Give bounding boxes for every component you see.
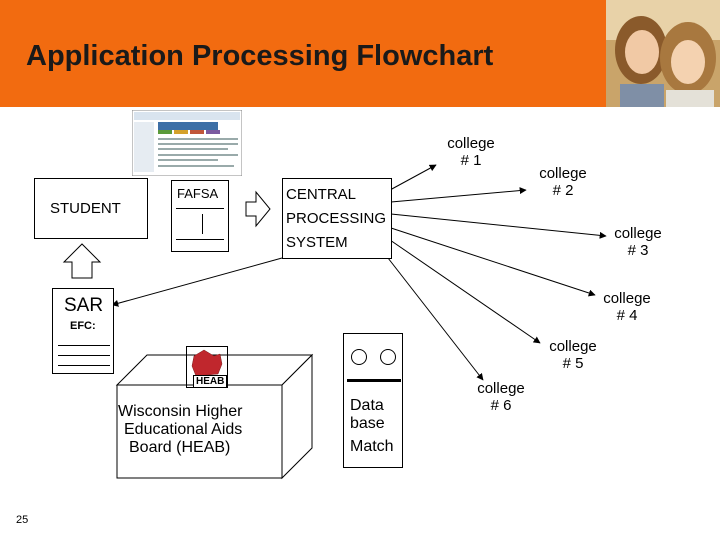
arrow-to-college-3 — [390, 213, 607, 239]
page-title: Application Processing Flowchart — [26, 40, 494, 72]
college-3-number: # 3 — [627, 242, 649, 259]
student-label: STUDENT — [50, 200, 121, 217]
heab-line-2: Educational Aids — [124, 421, 243, 438]
cps-box — [282, 178, 392, 259]
students-photo — [606, 0, 720, 107]
arrow-to-college-2 — [390, 187, 527, 203]
cps-line-1: CENTRAL — [286, 186, 357, 203]
heab-logo-text: HEAB — [193, 375, 228, 388]
hollow-arrow-up — [62, 243, 102, 279]
sar-line-1 — [58, 345, 110, 346]
college-6-number: # 6 — [490, 397, 512, 414]
sar-line-2 — [58, 355, 110, 356]
college-5: college # 5 — [540, 338, 606, 372]
header-band — [0, 0, 720, 107]
college-2-number: # 2 — [552, 182, 574, 199]
sar-document — [52, 288, 114, 374]
database-line-2: base — [350, 415, 385, 432]
heab-line-3: Board (HEAB) — [129, 439, 231, 456]
college-4: college # 4 — [594, 290, 660, 324]
college-6-label: college — [477, 380, 525, 397]
college-4-label: college — [603, 290, 651, 307]
college-5-number: # 5 — [562, 355, 584, 372]
database-line-3: Match — [350, 438, 394, 455]
arrow-to-college-4 — [390, 227, 596, 297]
college-1: college # 1 — [438, 135, 504, 169]
hollow-arrow-right — [245, 190, 271, 228]
sar-line-3 — [58, 365, 110, 366]
heab-box-front — [116, 384, 283, 479]
arrow-to-college-1 — [389, 164, 437, 191]
arrow-to-college-6 — [387, 257, 484, 381]
arrow-to-college-5 — [389, 239, 541, 344]
fafsa-form — [171, 180, 229, 252]
fafsa-field-mark — [202, 214, 203, 234]
college-2: college # 2 — [530, 165, 596, 199]
fafsa-web-screenshot — [132, 110, 242, 176]
wisconsin-map-icon — [191, 349, 223, 377]
college-6: college # 6 — [468, 380, 534, 414]
slide-number: 25 — [16, 514, 29, 526]
college-5-label: college — [549, 338, 597, 355]
student-box — [34, 178, 148, 239]
heab-line-1: Wisconsin Higher — [118, 403, 243, 420]
database-knob-right — [380, 349, 396, 365]
cps-line-2: PROCESSING — [286, 210, 387, 227]
cps-line-3: SYSTEM — [286, 234, 348, 251]
fafsa-label: FAFSA — [177, 186, 219, 201]
college-3: college # 3 — [605, 225, 671, 259]
college-4-number: # 4 — [616, 307, 638, 324]
arrow-cps-to-sar — [111, 257, 283, 307]
efc-label: EFC: — [70, 320, 96, 332]
fafsa-field — [176, 208, 224, 240]
sar-label: SAR — [64, 295, 104, 316]
college-2-label: college — [539, 165, 587, 182]
database-knob-left — [351, 349, 367, 365]
database-line-1: Data — [350, 397, 384, 414]
college-3-label: college — [614, 225, 662, 242]
college-1-number: # 1 — [460, 152, 482, 169]
database-slot — [347, 379, 401, 382]
college-1-label: college — [447, 135, 495, 152]
